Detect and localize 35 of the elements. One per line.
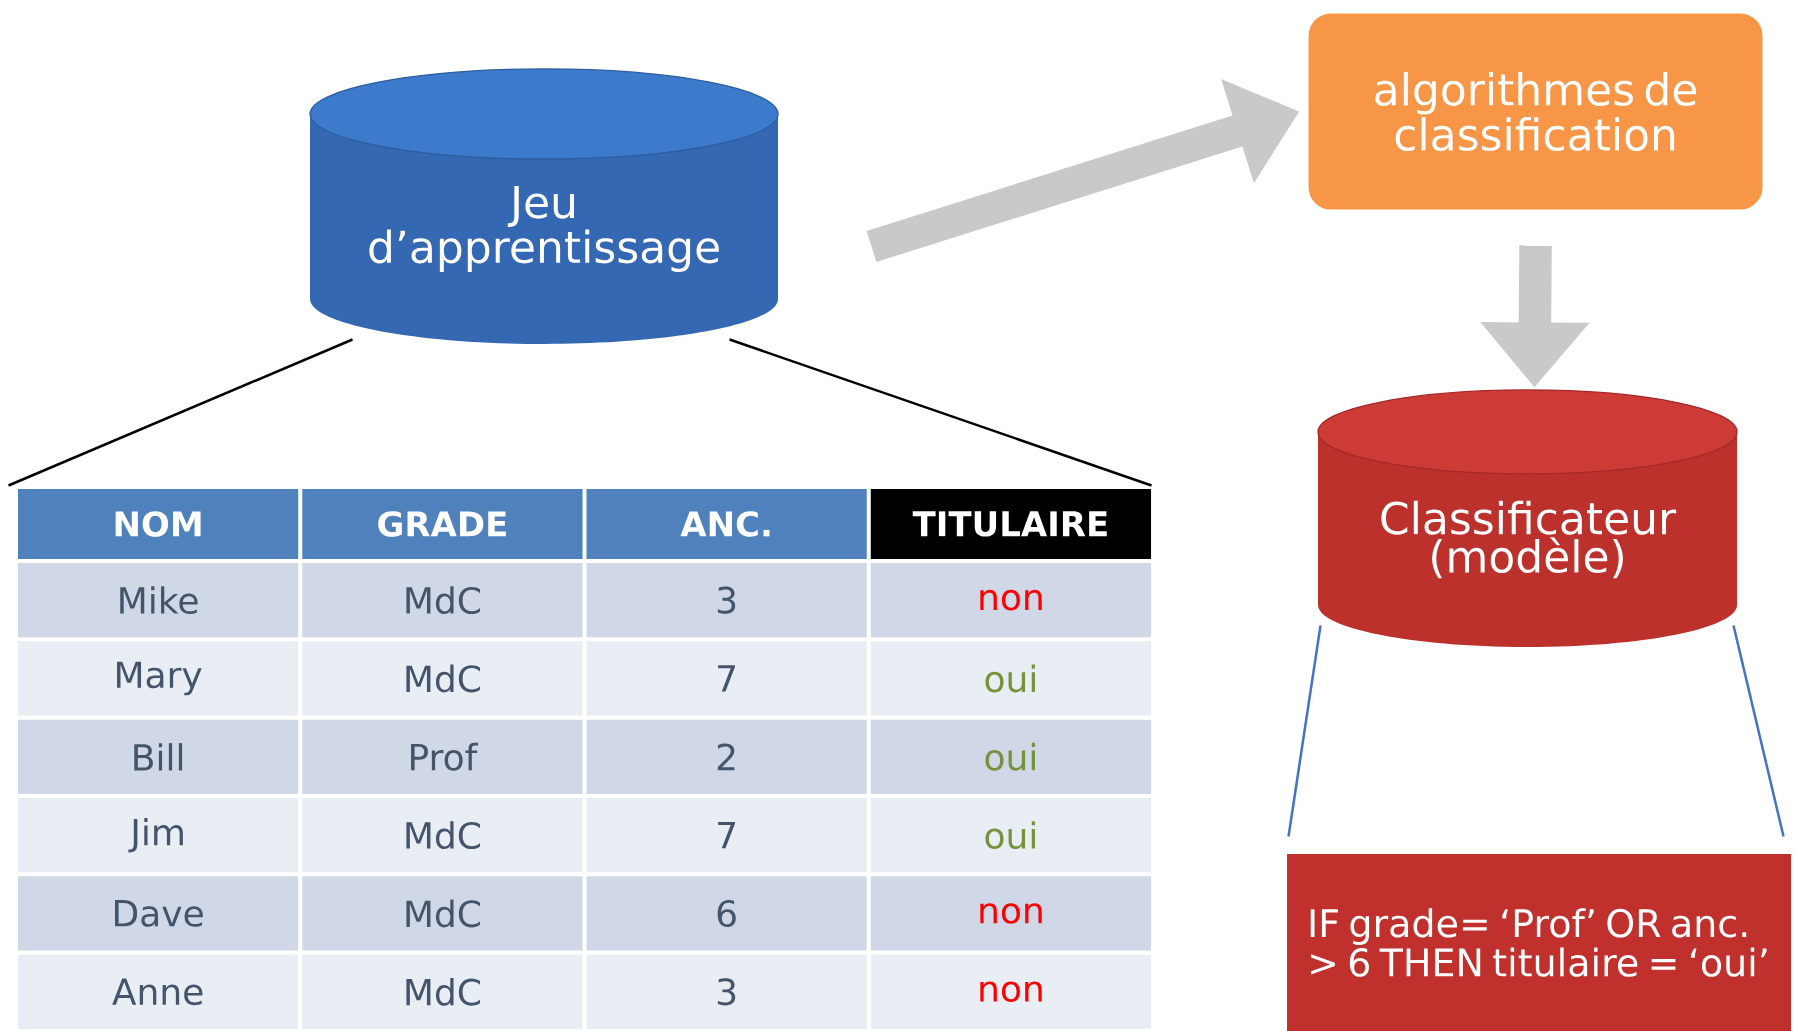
- table-cell: MdC: [302, 876, 583, 951]
- cylinder: Classificateur (modèle): [1317, 389, 1738, 647]
- table-cell: Mary: [18, 641, 299, 716]
- leader-line: [1287, 625, 1322, 837]
- table-cell: MdC: [302, 563, 583, 638]
- process-box: algorithmes de classification: [1303, 8, 1768, 215]
- table-cell: non: [870, 563, 1152, 638]
- header-cell: ANC.: [586, 489, 867, 559]
- table-cell: Prof: [302, 719, 583, 794]
- table-cell: 7: [586, 641, 867, 716]
- table-cell: 3: [586, 954, 867, 1029]
- table-cell: 7: [586, 798, 867, 873]
- table-cell: oui: [870, 719, 1152, 794]
- table-cell: Mike: [18, 563, 299, 638]
- table-cell: Dave: [18, 876, 299, 951]
- table-cell: Bill: [18, 719, 299, 794]
- header-cell: NOM: [18, 489, 299, 559]
- leader-line: [729, 338, 1152, 487]
- table-cell: non: [870, 954, 1152, 1029]
- table-cell: non: [870, 876, 1152, 951]
- table-cell: MdC: [302, 954, 583, 1029]
- table-cell: Anne: [18, 954, 299, 1029]
- table-cell: 6: [586, 876, 867, 951]
- table-cell: oui: [870, 798, 1152, 873]
- header-cell: GRADE: [302, 489, 583, 559]
- table-cell: MdC: [302, 798, 583, 873]
- table-cell: 2: [586, 719, 867, 794]
- cylinder: Jeu d’apprentissage: [309, 68, 779, 344]
- table-cell: MdC: [302, 641, 583, 716]
- leader-line: [8, 338, 353, 487]
- table-cell: oui: [870, 641, 1152, 716]
- leader-line: [1732, 625, 1785, 837]
- header-cell: TITULAIRE: [870, 489, 1152, 559]
- table-cell: Jim: [18, 798, 299, 873]
- table-cell: 3: [586, 563, 867, 638]
